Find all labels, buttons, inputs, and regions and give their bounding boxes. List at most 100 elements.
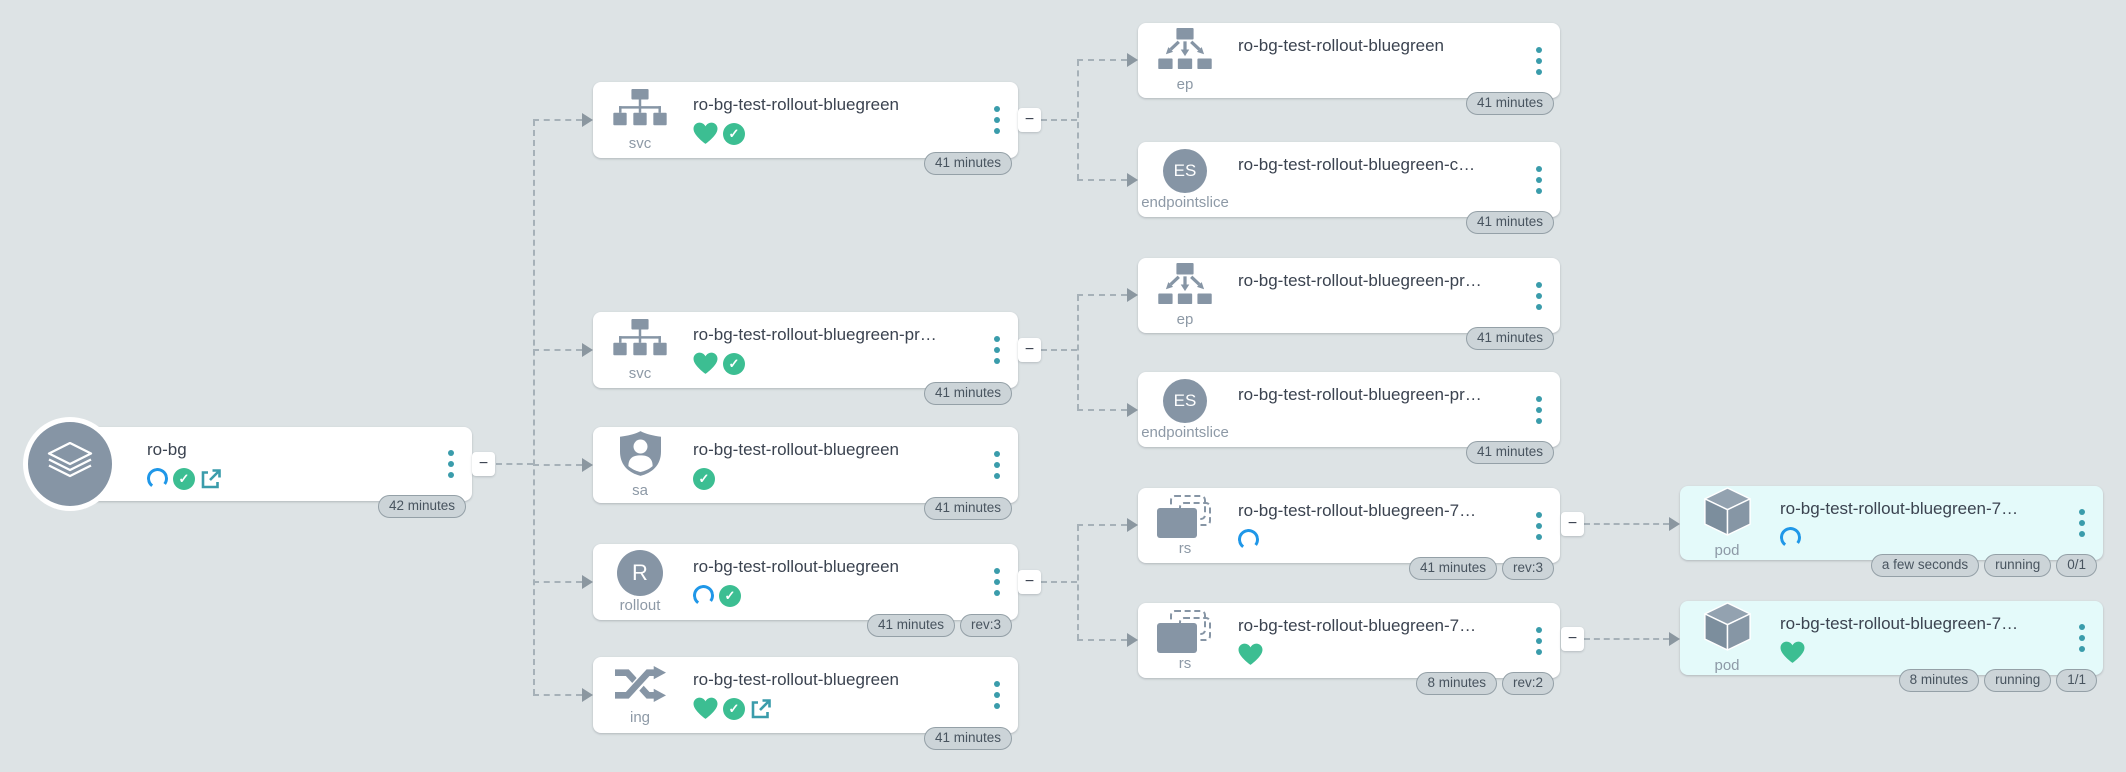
resource-node-sa[interactable]: sa ro-bg-test-rollout-bluegreen ✓ 41 min… <box>593 427 1018 520</box>
healthy-heart-icon <box>1238 643 1263 665</box>
progressing-spinner-icon <box>145 466 170 491</box>
resource-name: ro-bg-test-rollout-bluegreen-pr… <box>693 325 937 344</box>
edge-line <box>1077 639 1127 641</box>
status-icons: ✓ <box>693 697 962 720</box>
status-icons <box>1238 643 1504 666</box>
vertical-ellipsis-icon <box>994 451 1000 457</box>
resource-kind-label: ing <box>629 708 651 726</box>
resource-node-es1[interactable]: ES endpointslice ro-bg-test-rollout-blue… <box>1138 142 1560 234</box>
status-icons: ✓ <box>693 352 962 375</box>
node-menu-button[interactable] <box>990 564 1004 600</box>
node-menu-button[interactable] <box>990 102 1004 138</box>
node-badge: a few seconds <box>1870 554 1980 577</box>
resource-node-app[interactable]: ro-bg ✓ 42 minutes <box>23 417 472 518</box>
collapse-button-rs2[interactable]: − <box>1561 627 1584 651</box>
vertical-ellipsis-icon <box>2079 509 2085 515</box>
edge-line <box>533 581 582 583</box>
service-icon: svc <box>593 86 687 154</box>
synced-check-icon: ✓ <box>693 467 715 490</box>
node-menu-button[interactable] <box>1532 508 1546 544</box>
resource-node-pod2[interactable]: pod ro-bg-test-rollout-bluegreen-7… 8 mi… <box>1680 601 2103 692</box>
node-menu-button[interactable] <box>1532 43 1546 79</box>
resource-node-rs1[interactable]: rs ro-bg-test-rollout-bluegreen-7… 41 mi… <box>1138 488 1560 580</box>
edge-arrow-icon <box>1127 518 1138 532</box>
synced-check-icon: ✓ <box>719 584 741 607</box>
node-badge: 42 minutes <box>377 495 466 518</box>
collapse-button-rollout[interactable]: − <box>1018 570 1041 594</box>
resource-node-es2[interactable]: ES endpointslice ro-bg-test-rollout-blue… <box>1138 372 1560 464</box>
resource-node-pod1[interactable]: pod ro-bg-test-rollout-bluegreen-7… a fe… <box>1680 486 2103 577</box>
endpointslice-icon: ES endpointslice <box>1138 376 1232 443</box>
healthy-heart-icon <box>1780 641 1805 663</box>
vertical-ellipsis-icon <box>994 106 1000 112</box>
resource-node-rollout[interactable]: R rollout ro-bg-test-rollout-bluegreen ✓… <box>593 544 1018 637</box>
edge-line <box>496 463 533 465</box>
node-menu-button[interactable] <box>990 677 1004 713</box>
external-link-icon[interactable] <box>200 468 222 490</box>
node-badge: 41 minutes <box>923 152 1012 175</box>
edge-arrow-icon <box>1127 173 1138 187</box>
resource-kind-label: ep <box>1176 311 1194 328</box>
node-menu-button[interactable] <box>1532 162 1546 198</box>
node-badge: 8 minutes <box>1898 669 1980 692</box>
node-menu-button[interactable] <box>1532 278 1546 314</box>
edge-line <box>1077 60 1079 180</box>
resource-kind-label: rs <box>1178 654 1192 672</box>
collapse-button-app[interactable]: − <box>472 452 495 476</box>
resource-name: ro-bg <box>147 440 187 459</box>
node-menu-button[interactable] <box>1532 623 1546 659</box>
status-icons: ✓ <box>145 466 416 491</box>
resource-kind-label: sa <box>632 482 648 499</box>
node-menu-button[interactable] <box>2075 620 2089 656</box>
status-icons: ✓ <box>691 583 962 608</box>
status-icons <box>1236 527 1504 552</box>
resource-node-rs2[interactable]: rs ro-bg-test-rollout-bluegreen-7… 8 min… <box>1138 603 1560 695</box>
resource-name: ro-bg-test-rollout-bluegreen <box>693 557 899 576</box>
edge-line <box>1077 179 1127 181</box>
node-badge: rev:3 <box>1501 557 1554 580</box>
collapse-button-svc2[interactable]: − <box>1018 338 1041 362</box>
edge-line <box>1077 409 1127 411</box>
collapse-button-svc1[interactable]: − <box>1018 108 1041 132</box>
ingress-icon: ing <box>593 661 687 729</box>
node-menu-button[interactable] <box>990 332 1004 368</box>
node-badge: 1/1 <box>2056 669 2097 692</box>
resource-node-ep1[interactable]: ep ro-bg-test-rollout-bluegreen 41 minut… <box>1138 23 1560 115</box>
edge-arrow-icon <box>1669 632 1680 646</box>
vertical-ellipsis-icon <box>994 568 1000 574</box>
resource-kind-label: svc <box>628 134 652 152</box>
node-badge: 8 minutes <box>1416 672 1497 695</box>
node-menu-button[interactable] <box>444 446 458 482</box>
resource-node-svc1[interactable]: svc ro-bg-test-rollout-bluegreen ✓ 41 mi… <box>593 82 1018 175</box>
edge-arrow-icon <box>582 343 593 357</box>
resource-node-ing[interactable]: ing ro-bg-test-rollout-bluegreen ✓ 41 mi… <box>593 657 1018 750</box>
status-icons <box>1778 525 2047 550</box>
resource-name: ro-bg-test-rollout-bluegreen-7… <box>1238 501 1477 520</box>
resource-kind-label: pod <box>1714 542 1740 559</box>
edge-line <box>1041 349 1077 351</box>
resource-kind-label: endpointslice <box>1141 423 1229 441</box>
node-menu-button[interactable] <box>1532 392 1546 428</box>
resource-name: ro-bg-test-rollout-bluegreen <box>693 670 899 689</box>
status-icons: ✓ <box>693 122 962 145</box>
edge-arrow-icon <box>582 113 593 127</box>
collapse-button-rs1[interactable]: − <box>1561 512 1584 536</box>
node-menu-button[interactable] <box>990 447 1004 483</box>
vertical-ellipsis-icon <box>448 450 454 456</box>
vertical-ellipsis-icon <box>1536 395 1542 402</box>
resource-node-ep2[interactable]: ep ro-bg-test-rollout-bluegreen-pr… 41 m… <box>1138 258 1560 350</box>
resource-name: ro-bg-test-rollout-bluegreen-c… <box>1238 155 1476 174</box>
edge-arrow-icon <box>1127 53 1138 67</box>
node-menu-button[interactable] <box>2075 505 2089 541</box>
edge-line <box>1077 295 1079 410</box>
edge-arrow-icon <box>1127 403 1138 417</box>
resource-node-svc2[interactable]: svc ro-bg-test-rollout-bluegreen-pr… ✓ 4… <box>593 312 1018 405</box>
external-link-icon[interactable] <box>750 698 772 720</box>
node-badge: running <box>1984 669 2052 692</box>
resource-name: ro-bg-test-rollout-bluegreen-pr… <box>1238 271 1482 290</box>
vertical-ellipsis-icon <box>1536 626 1542 633</box>
